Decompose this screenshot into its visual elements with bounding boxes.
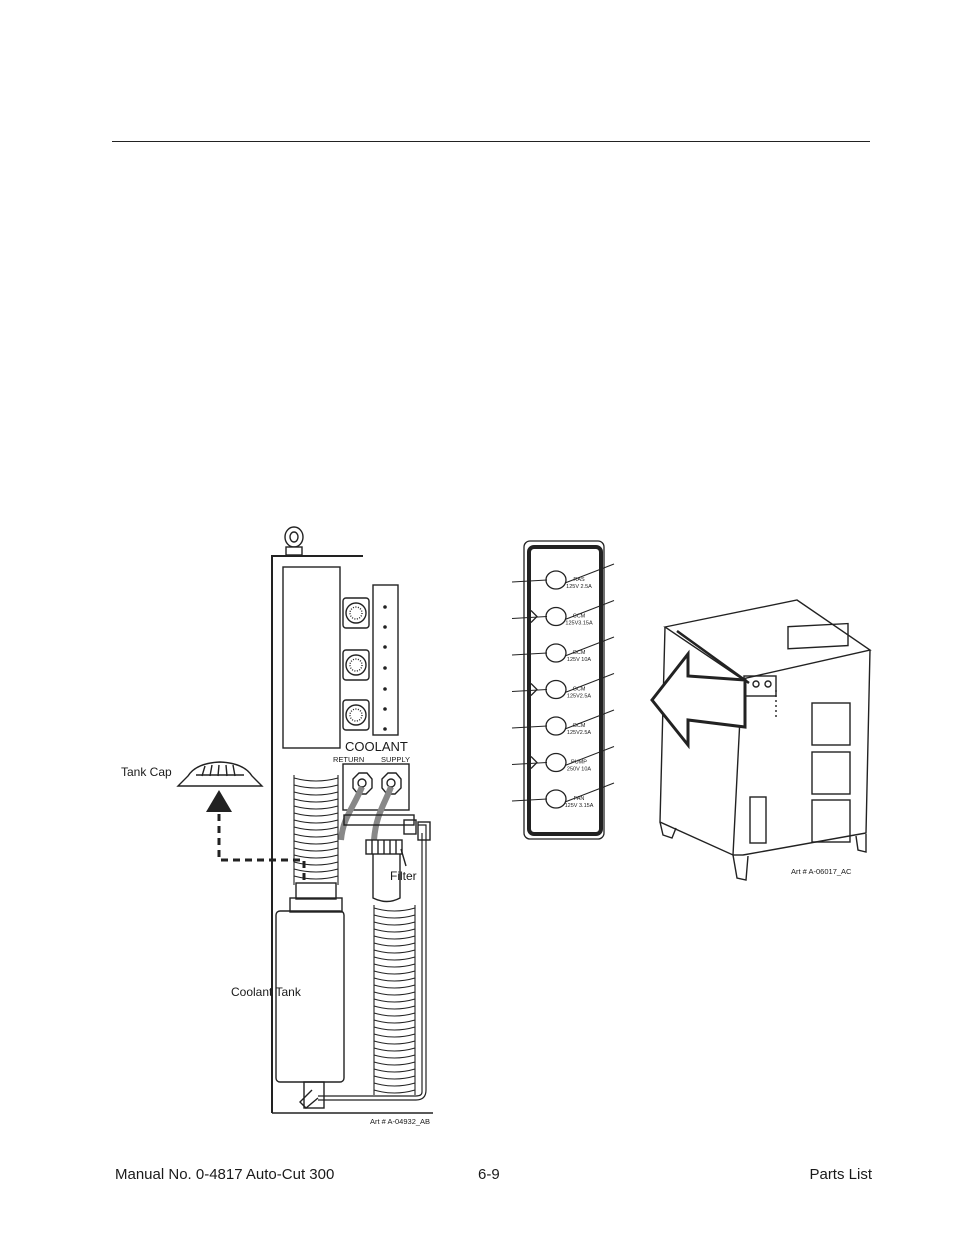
fuse-rating: 125V 3.15A	[565, 803, 594, 809]
hose-rib	[373, 1019, 416, 1024]
fuse-cap	[545, 643, 567, 663]
hose-rib	[373, 977, 416, 982]
hose-rib	[293, 819, 339, 824]
hose-rib	[373, 984, 416, 989]
art-number-left: Art # A-04932_AB	[370, 1117, 430, 1126]
fuse-rating: 125V 10A	[567, 657, 591, 663]
hose-rib	[293, 826, 339, 831]
hose-rib	[373, 907, 416, 912]
hose-rib	[373, 1061, 416, 1066]
hose-rib	[293, 840, 339, 845]
art-number-right: Art # A-06017_AC	[791, 867, 852, 876]
hose-rib	[293, 847, 339, 852]
hose-rib	[293, 777, 339, 782]
hose-rib	[373, 914, 416, 919]
connector-3	[342, 699, 370, 731]
hose-rib	[293, 812, 339, 817]
hose-rib	[373, 949, 416, 954]
filter-assembly	[343, 814, 417, 903]
hose-rib	[373, 935, 416, 940]
hose-rib	[373, 1033, 416, 1038]
tank-cap-label: Tank Cap	[121, 765, 172, 779]
hose-rib	[373, 1040, 416, 1045]
hose-rib	[373, 1005, 416, 1010]
hose-rib	[293, 868, 339, 873]
supply-label: SUPPLY	[381, 755, 410, 764]
hose-rib	[373, 956, 416, 961]
hose-rib	[373, 928, 416, 933]
hose-rib	[373, 1012, 416, 1017]
fuse-cap	[545, 606, 567, 627]
hose-rib	[293, 875, 339, 880]
hose-rib	[373, 1054, 416, 1059]
coolant-tank-label: Coolant Tank	[231, 985, 302, 999]
corrugated-hose-right	[373, 905, 416, 1095]
tank-cap	[176, 761, 264, 787]
coolant-label: COOLANT	[345, 739, 408, 754]
power-supply-cabinet	[650, 599, 872, 881]
hose-rib	[293, 805, 339, 810]
fuse-rating: 125V2.5A	[567, 694, 591, 700]
fuse-name: GCM	[573, 723, 586, 729]
fuse-cap	[545, 716, 567, 736]
connector-2	[342, 649, 370, 681]
hose-rib	[373, 1075, 416, 1080]
hose-rib	[373, 921, 416, 926]
removal-arrow	[217, 810, 306, 880]
hose-rib	[373, 998, 416, 1003]
fuse-rating: 125V 2.5A	[566, 584, 592, 590]
hose-rib	[373, 991, 416, 996]
return-label: RETURN	[333, 755, 364, 764]
hose-rib	[373, 1089, 416, 1094]
filter-label: Filter	[390, 869, 417, 883]
hose-rib	[373, 942, 416, 947]
fuse-name: GCM	[573, 687, 586, 693]
fuse-name: CCM	[573, 614, 586, 620]
hose-rib	[373, 1026, 416, 1031]
fuse-name: GCM	[573, 650, 586, 656]
lifting-eye	[284, 526, 304, 548]
corrugated-hose-left	[293, 775, 339, 885]
fuse-cap	[545, 789, 567, 809]
hose-rib	[293, 798, 339, 803]
hose-rib	[373, 970, 416, 975]
led-strip	[372, 584, 399, 736]
fuse-cap	[545, 752, 567, 773]
control-board	[282, 566, 341, 749]
fuse-rating: 125V3.15A	[565, 621, 593, 627]
fuse-name: FAN	[574, 796, 585, 802]
fuse-cap	[545, 570, 567, 590]
hose-rib	[293, 854, 339, 859]
hose-rib	[373, 1082, 416, 1087]
hose-rib	[293, 833, 339, 838]
hose-rib	[373, 1068, 416, 1073]
location-arrow	[650, 649, 747, 750]
footer-section: Parts List	[809, 1166, 872, 1183]
hose-rib	[293, 784, 339, 789]
hose-rib	[293, 861, 339, 866]
header-rule	[112, 141, 870, 142]
hose-rib	[373, 1047, 416, 1052]
connector-1	[342, 597, 370, 629]
coolant-tank	[275, 882, 345, 1109]
footer-manual-number: Manual No. 0-4817 Auto-Cut 300	[115, 1166, 335, 1183]
hose-rib	[373, 963, 416, 968]
footer-page-number: 6-9	[478, 1166, 500, 1183]
coolant-figure	[176, 526, 433, 1114]
fuse-name: RAS	[573, 577, 585, 583]
hose-rib	[293, 791, 339, 796]
fuse-cap	[545, 679, 567, 700]
fuse-rating: 125V2.5A	[567, 730, 591, 736]
fuse-name: PUMP	[571, 760, 587, 766]
fuse-rating: 250V 10A	[567, 767, 591, 773]
coolant-panel	[342, 763, 410, 811]
